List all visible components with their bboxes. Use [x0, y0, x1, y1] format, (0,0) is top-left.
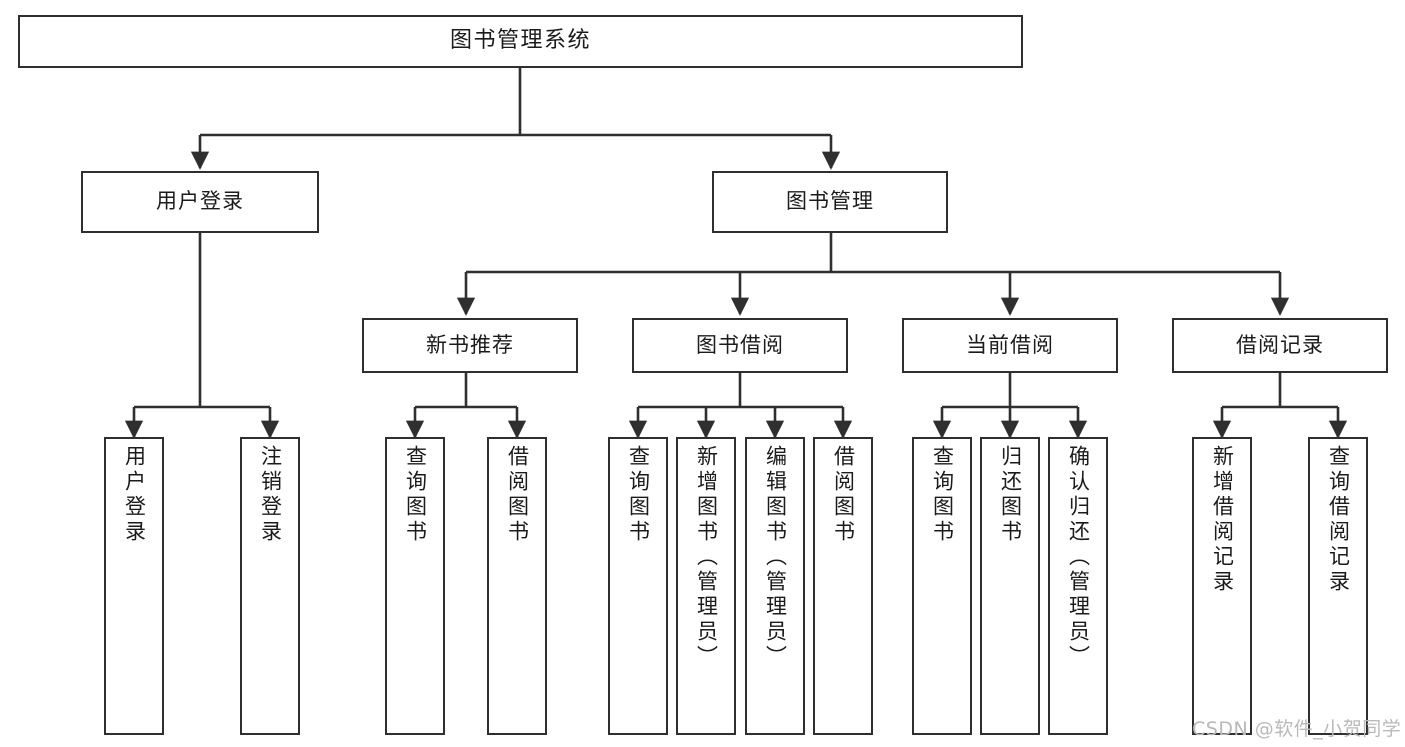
node-book-management[interactable]: 图书管理	[712, 171, 948, 233]
node-label: 归还图书	[998, 445, 1023, 545]
node-user-login[interactable]: 用户登录	[81, 171, 319, 233]
leaf-current-confirm-return-admin[interactable]: 确认归还（管理员）	[1048, 437, 1108, 735]
node-label: 注销登录	[258, 445, 283, 545]
leaf-borrow-edit-book-admin[interactable]: 编辑图书（管理员）	[745, 437, 805, 735]
node-label: 用户登录	[122, 445, 147, 545]
leaf-borrow-borrow-book[interactable]: 借阅图书	[813, 437, 873, 735]
leaf-borrow-add-book-admin[interactable]: 新增图书（管理员）	[676, 437, 736, 735]
leaf-borrow-query-book[interactable]: 查询图书	[608, 437, 668, 735]
leaf-current-return-book[interactable]: 归还图书	[980, 437, 1040, 735]
node-label: 借阅记录	[1236, 332, 1324, 357]
node-book-borrow[interactable]: 图书借阅	[632, 318, 848, 373]
node-label: 查询图书	[930, 445, 955, 545]
node-label: 图书管理系统	[449, 28, 591, 54]
node-label: 借阅图书	[831, 445, 856, 545]
node-label: 查询借阅记录	[1326, 445, 1351, 595]
node-current-borrow[interactable]: 当前借阅	[902, 318, 1118, 373]
leaf-current-query-book[interactable]: 查询图书	[912, 437, 972, 735]
leaf-record-add-record[interactable]: 新增借阅记录	[1192, 437, 1252, 735]
node-label: 新增借阅记录	[1210, 445, 1235, 595]
node-label: 确认归还（管理员）	[1066, 445, 1091, 670]
node-label: 新增图书（管理员）	[694, 445, 719, 670]
node-label: 用户登录	[156, 189, 244, 214]
node-label: 查询图书	[403, 445, 428, 545]
leaf-recommend-borrow-book[interactable]: 借阅图书	[487, 437, 547, 735]
node-label: 新书推荐	[426, 332, 514, 357]
node-borrow-record[interactable]: 借阅记录	[1172, 318, 1388, 373]
node-label: 编辑图书（管理员）	[763, 445, 788, 670]
node-label: 借阅图书	[505, 445, 530, 545]
leaf-record-query-record[interactable]: 查询借阅记录	[1308, 437, 1368, 735]
node-new-book-recommend[interactable]: 新书推荐	[362, 318, 578, 373]
node-label: 图书借阅	[696, 332, 784, 357]
node-label: 当前借阅	[966, 332, 1054, 357]
leaf-recommend-query-book[interactable]: 查询图书	[385, 437, 445, 735]
leaf-user-login-login[interactable]: 用户登录	[104, 437, 164, 735]
leaf-user-login-logout[interactable]: 注销登录	[240, 437, 300, 735]
node-root-system[interactable]: 图书管理系统	[18, 15, 1023, 68]
node-label: 图书管理	[786, 189, 874, 214]
csdn-watermark: CSDN @软件_小贺同学	[1192, 718, 1402, 740]
node-label: 查询图书	[626, 445, 651, 545]
